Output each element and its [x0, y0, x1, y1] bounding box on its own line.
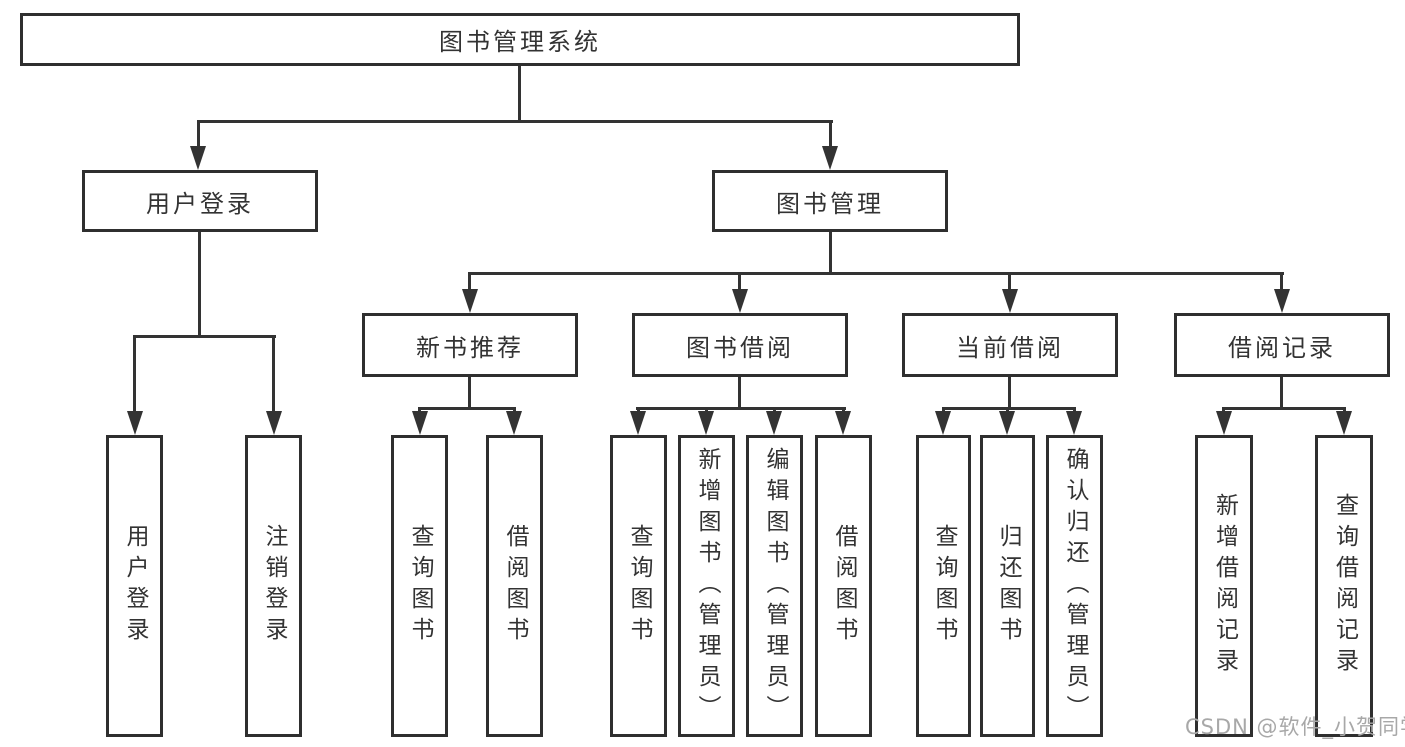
arrowhead-bb-leaf4 [835, 411, 851, 435]
node-current-borrowing: 当前借阅 [902, 313, 1118, 377]
csdn-watermark: CSDN @软件_小贺同学 [1185, 715, 1405, 739]
arrowhead-cb-leaf2 [999, 411, 1015, 435]
connector-book-mgmt-crossbar [468, 272, 1284, 275]
connector-user-login-stem [198, 232, 201, 335]
arrowhead-bb-leaf2 [698, 411, 714, 435]
connector-root-crossbar [197, 120, 833, 123]
connector-records-stem [1280, 377, 1283, 407]
node-borrowing-records: 借阅记录 [1174, 313, 1390, 377]
leaf-query-books-borrow: 查询图书 [610, 435, 667, 737]
node-new-book-recommend: 新书推荐 [362, 313, 578, 377]
connector-borrow-stem [738, 377, 741, 407]
connector-book-mgmt-stem [829, 232, 832, 272]
leaf-borrow-books-recommend: 借阅图书 [486, 435, 543, 737]
connector-new-books-crossbar [418, 407, 516, 410]
arrowhead-new-books [462, 289, 478, 313]
connector-to-borrow-records [1280, 272, 1283, 292]
leaf-logout: 注销登录 [245, 435, 302, 737]
arrowhead-nb-leaf1 [412, 411, 428, 435]
arrowhead-current-borrow [1002, 289, 1018, 313]
connector-current-crossbar [942, 407, 1076, 410]
node-user-login: 用户登录 [82, 170, 318, 232]
connector-new-books-stem [468, 377, 471, 407]
arrowhead-user-login [190, 146, 206, 170]
arrowhead-nb-leaf2 [506, 411, 522, 435]
connector-borrow-crossbar [636, 407, 846, 410]
leaf-query-borrow-record: 查询借阅记录 [1315, 435, 1373, 737]
leaf-user-login: 用户登录 [106, 435, 163, 737]
leaf-borrow-books: 借阅图书 [815, 435, 872, 737]
node-book-borrowing: 图书借阅 [632, 313, 848, 377]
connector-to-leaf-logout [272, 335, 275, 415]
arrowhead-borrow-records [1274, 289, 1290, 313]
leaf-return-books: 归还图书 [980, 435, 1035, 737]
arrowhead-leaf-login [127, 411, 143, 435]
connector-to-book-borrow [738, 272, 741, 292]
arrowhead-cb-leaf3 [1066, 411, 1082, 435]
connector-current-stem [1008, 377, 1011, 407]
arrowhead-bb-leaf1 [630, 411, 646, 435]
leaf-confirm-return-admin: 确认归还（管理员） [1046, 435, 1103, 737]
arrowhead-book-management [822, 146, 838, 170]
connector-records-crossbar [1222, 407, 1346, 410]
leaf-add-books-admin: 新增图书（管理员） [678, 435, 735, 737]
arrowhead-rc-leaf2 [1336, 411, 1352, 435]
arrowhead-cb-leaf1 [935, 411, 951, 435]
connector-to-user-login [197, 120, 200, 150]
arrowhead-book-borrow [732, 289, 748, 313]
arrowhead-rc-leaf1 [1216, 411, 1232, 435]
arrowhead-leaf-logout [266, 411, 282, 435]
connector-user-login-crossbar [133, 335, 276, 338]
arrowhead-bb-leaf3 [766, 411, 782, 435]
connector-to-new-books [468, 272, 471, 292]
connector-root-stem [518, 66, 521, 120]
node-library-management-system: 图书管理系统 [20, 13, 1020, 66]
leaf-query-books-recommend: 查询图书 [391, 435, 448, 737]
connector-to-current-borrow [1008, 272, 1011, 292]
connector-to-leaf-login [133, 335, 136, 415]
node-book-management: 图书管理 [712, 170, 948, 232]
leaf-query-books-current: 查询图书 [916, 435, 971, 737]
leaf-add-borrow-record: 新增借阅记录 [1195, 435, 1253, 737]
leaf-edit-books-admin: 编辑图书（管理员） [746, 435, 803, 737]
connector-to-book-management [829, 120, 832, 150]
